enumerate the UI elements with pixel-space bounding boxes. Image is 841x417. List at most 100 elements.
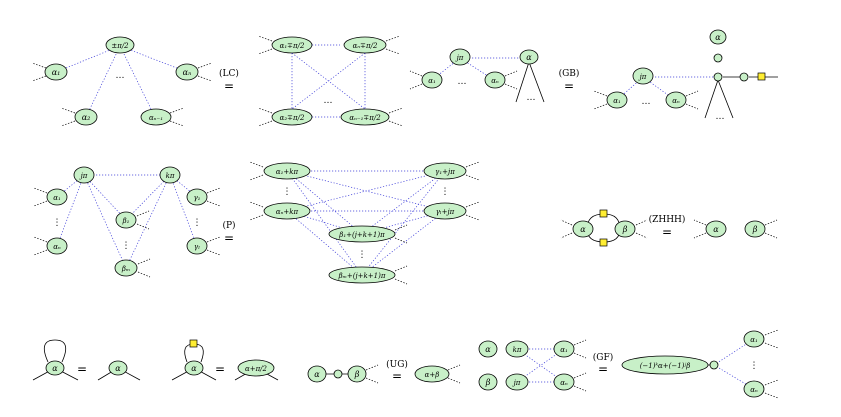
gb-label-an: αₙ	[491, 77, 499, 85]
p-rhs: α₁+kπ αₙ+kπ γ₁+jπ γₗ+jπ β₁+(j+k+1)π βₘ+(…	[249, 161, 480, 285]
ug-rhs-node	[414, 365, 450, 383]
lc-node-an1	[140, 108, 172, 126]
lc-node-an	[175, 63, 199, 81]
selfloop-rule: α = α	[32, 339, 141, 381]
hselfloop-rhs-node	[237, 359, 275, 377]
gf-node-kpi	[505, 340, 529, 358]
p-node-an	[46, 237, 68, 255]
lc-rhs-node-tl	[271, 36, 313, 54]
lc-label-an1: αₙ₋₁	[149, 114, 163, 122]
zhhh-rule-name: (ZHHH)	[649, 214, 686, 225]
gf-rule-name: (GF)	[593, 352, 613, 363]
p-rhs-vdots-g: ⋮	[441, 187, 450, 197]
zhhh-rhs: α β	[693, 219, 778, 239]
gf-node-jpi	[505, 373, 529, 391]
lc-rhs-label-br: αₙ₋₁∓π/2	[349, 114, 381, 122]
zhhh-rhs-label-beta: β	[752, 225, 758, 234]
lc-rhs-label-tl: α₁∓π/2	[280, 42, 305, 50]
zhhh-eq-sign: =	[662, 225, 672, 239]
hselfloop-eq-sign: =	[215, 362, 225, 376]
gb-rhs-node-an	[665, 91, 687, 109]
p-node-a1	[46, 188, 68, 206]
gf-rhs-spider	[709, 360, 719, 370]
p-rhs-label-b1: β₁+(j+k+1)π	[338, 231, 385, 239]
ug-rule: α β	[307, 364, 379, 384]
hselfloop-label-alpha: α	[191, 364, 197, 373]
zhhh-hadamard-top-icon	[599, 209, 608, 218]
gb-rhs-hadamard-icon	[757, 72, 766, 81]
ug-node-alpha	[307, 365, 327, 383]
hadamard-selfloop-rule: α = α+π/2	[171, 339, 279, 381]
gf-rhs-phase-label: (−1)ᵏα+(−1)ʲβ	[640, 362, 691, 370]
p-rhs-label-g1: γ₁+jπ	[435, 168, 455, 176]
lc-rhs-node-tr	[343, 36, 387, 54]
ug-node-beta	[347, 365, 367, 383]
p-label-an: αₙ	[53, 243, 61, 251]
gb-node-alpha	[519, 49, 539, 65]
lc-ellipsis: …	[116, 71, 125, 81]
lc-node-a1	[44, 63, 68, 81]
ug-rhs-label: α+β	[425, 371, 440, 379]
gb-rule-name: (GB)	[559, 68, 580, 79]
gb-rhs-label-an: αₙ	[672, 97, 680, 105]
gb-rhs-spider-2	[739, 72, 749, 82]
lc-center-node	[105, 36, 135, 54]
lc-label-a1: α₁	[52, 68, 61, 77]
gb-node-jpi	[449, 48, 471, 66]
zhhh-rhs-label-alpha: α	[713, 225, 719, 234]
p-label-g1: γ₁	[194, 194, 201, 202]
selfloop-eq-sign: =	[77, 362, 87, 376]
lc-label-an: αₙ	[183, 68, 192, 77]
gb-rhs-node-jpi	[632, 67, 654, 85]
lc-center-label: ±π/2	[111, 42, 129, 50]
gf-rhs-vdots: ⋮	[750, 361, 759, 371]
ug-spider	[333, 369, 343, 379]
gb-rhs-ellipsis-1: …	[642, 97, 651, 107]
gb-eq-sign: =	[564, 79, 574, 93]
p-rhs-node-g1	[423, 162, 467, 180]
p-vdots-g: ⋮	[193, 218, 202, 228]
hselfloop-node-alpha	[184, 360, 204, 376]
p-rhs-label-a1: α₁+kπ	[276, 168, 299, 176]
gf-rhs-phase-node	[621, 355, 709, 375]
p-node-gl	[186, 237, 208, 255]
p-label-a1: α₁	[53, 194, 61, 202]
gf-eq-sign: =	[598, 362, 608, 376]
gf-rhs-node-a1	[743, 330, 765, 348]
p-rhs-vdots-b: ⋮	[358, 250, 367, 260]
gb-ellipsis-2: …	[527, 93, 536, 103]
p-node-b1	[115, 211, 137, 229]
p-label-bm: βₘ	[121, 265, 130, 273]
p-rhs-node-bm	[328, 266, 396, 284]
zhhh-node-beta	[614, 220, 636, 238]
gf-label-kpi: kπ	[513, 346, 522, 354]
ug-label-beta: β	[354, 370, 360, 379]
p-vdots-b: ⋮	[122, 241, 131, 251]
gf-node-beta	[478, 373, 498, 391]
gf-label-beta: β	[485, 378, 491, 387]
p-label-jpi: jπ	[79, 172, 88, 180]
p-node-jpi	[73, 166, 95, 184]
lc-label-a2: α₂	[82, 113, 91, 122]
gb-rhs-node-a1	[606, 91, 628, 109]
zhhh-label-alpha: α	[580, 225, 586, 234]
lc-rhs-label-tr: αₙ∓π/2	[353, 42, 378, 50]
selfloop-rhs-label-alpha: α	[115, 364, 121, 373]
zhhh-hadamard-bottom-icon	[599, 238, 608, 247]
gf-rhs-label-an: αₙ	[750, 386, 758, 394]
ug-eq-sign: =	[392, 369, 402, 383]
hselfloop-rhs-label: α+π/2	[245, 365, 268, 373]
p-eq-sign: =	[224, 231, 234, 245]
p-rhs-node-a1	[263, 162, 311, 180]
gf-node-alpha	[478, 340, 498, 358]
ug-label-alpha: α	[314, 370, 320, 379]
p-rhs-node-gl	[423, 202, 467, 220]
p-label-b1: β₁	[122, 217, 130, 225]
lc-eq-sign: =	[224, 79, 234, 93]
zhhh-rhs-node-alpha	[705, 220, 727, 238]
hselfloop-hadamard-icon	[189, 339, 198, 348]
gf-label-alpha: α	[485, 345, 491, 354]
ug-rhs: α+β	[414, 364, 461, 384]
p-rhs-vdots-a: ⋮	[283, 187, 292, 197]
gf-label-jpi: jπ	[512, 379, 521, 387]
